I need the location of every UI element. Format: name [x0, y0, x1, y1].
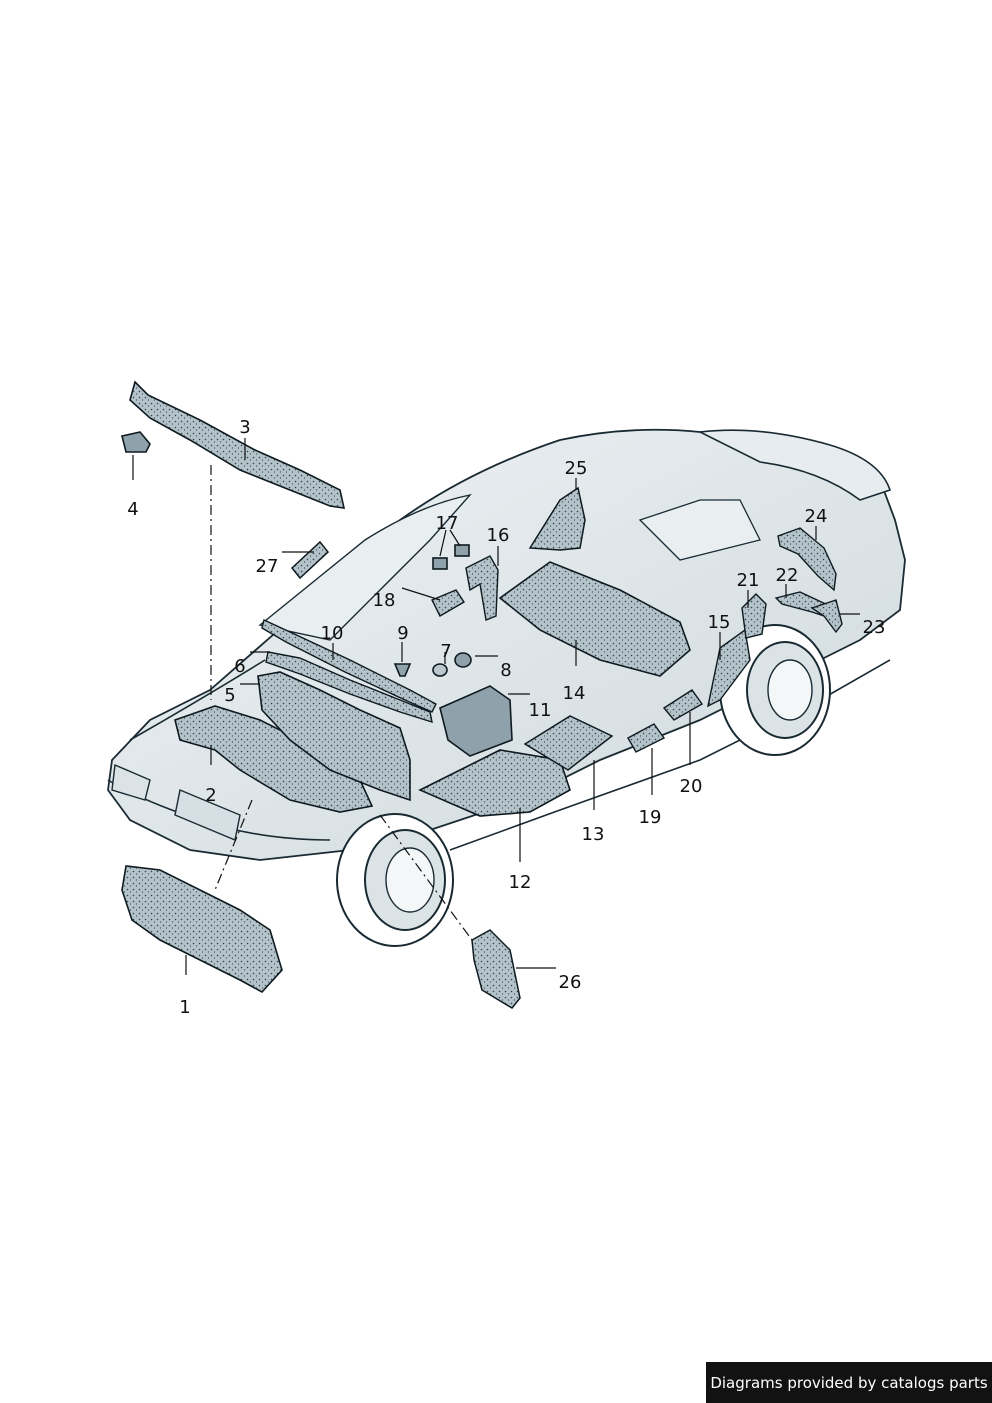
- callout-16: 16: [487, 525, 510, 546]
- callout-15: 15: [708, 612, 731, 633]
- credit-text: Diagrams provided by catalogs parts: [710, 1373, 988, 1392]
- callout-20: 20: [680, 776, 703, 797]
- part-17-pad-b: [454, 544, 470, 557]
- part-2-insulation: [174, 705, 374, 813]
- part-7-clip: [432, 663, 448, 677]
- callout-6: 6: [234, 656, 245, 677]
- front-wheel: [336, 813, 454, 947]
- callout-27: 27: [256, 556, 279, 577]
- callout-2: 2: [205, 785, 216, 806]
- callout-5: 5: [224, 685, 235, 706]
- callout-10: 10: [321, 623, 344, 644]
- callout-8: 8: [500, 660, 511, 681]
- part-6-cowl-seal: [265, 651, 433, 724]
- part-20-pad: [662, 689, 704, 721]
- credit-banner: Diagrams provided by catalogs parts: [706, 1362, 992, 1403]
- callout-labels: 1 2 3 4 5 6 7 8 9 10 11 12 13 14 15 16 1…: [127, 417, 885, 1018]
- part-24-panel: [777, 527, 837, 592]
- callout-17: 17: [436, 513, 459, 534]
- callout-25: 25: [565, 458, 588, 479]
- callout-19: 19: [639, 807, 662, 828]
- callout-23: 23: [863, 617, 886, 638]
- part-9-clip: [393, 663, 412, 677]
- callout-26: 26: [559, 972, 582, 993]
- callout-11: 11: [529, 700, 552, 721]
- part-16-pillar-pad: [465, 555, 499, 621]
- headlight: [111, 763, 151, 801]
- part-4-bracket: [121, 431, 151, 453]
- part-25-rear-panel: [528, 486, 586, 551]
- part-12-front-floor: [418, 749, 571, 817]
- rear-window: [638, 499, 761, 561]
- callout-21: 21: [737, 570, 760, 591]
- car-trunk: [697, 429, 892, 501]
- part-13-floor-pad: [523, 715, 614, 771]
- part-18-pad: [431, 589, 465, 617]
- part-19-pad: [627, 723, 666, 753]
- callout-9: 9: [397, 623, 408, 644]
- part-17-pad-a: [432, 557, 448, 570]
- part-27-pad: [290, 540, 330, 580]
- leader-lines: [132, 438, 860, 975]
- part-1-firewall-damper: [121, 865, 283, 994]
- part-5-firewall: [257, 671, 411, 802]
- part-11-box: [439, 685, 513, 757]
- parts: [121, 380, 843, 1009]
- callout-13: 13: [582, 824, 605, 845]
- callout-3: 3: [239, 417, 250, 438]
- part-3-rain-tray: [129, 380, 346, 509]
- part-26-arch-panel: [471, 929, 521, 1009]
- callout-14: 14: [563, 683, 586, 704]
- part-8-clip: [454, 652, 472, 668]
- callout-12: 12: [509, 872, 532, 893]
- part-14-rear-floor: [498, 561, 691, 677]
- callout-18: 18: [373, 590, 396, 611]
- windshield: [258, 493, 472, 641]
- part-15-sill: [707, 628, 751, 708]
- callout-1: 1: [179, 997, 190, 1018]
- callout-7: 7: [440, 641, 451, 662]
- part-23-strip: [810, 599, 843, 634]
- callout-24: 24: [805, 506, 828, 527]
- callout-22: 22: [776, 565, 799, 586]
- part-10-cowl-strip: [261, 619, 437, 713]
- callout-4: 4: [127, 499, 138, 520]
